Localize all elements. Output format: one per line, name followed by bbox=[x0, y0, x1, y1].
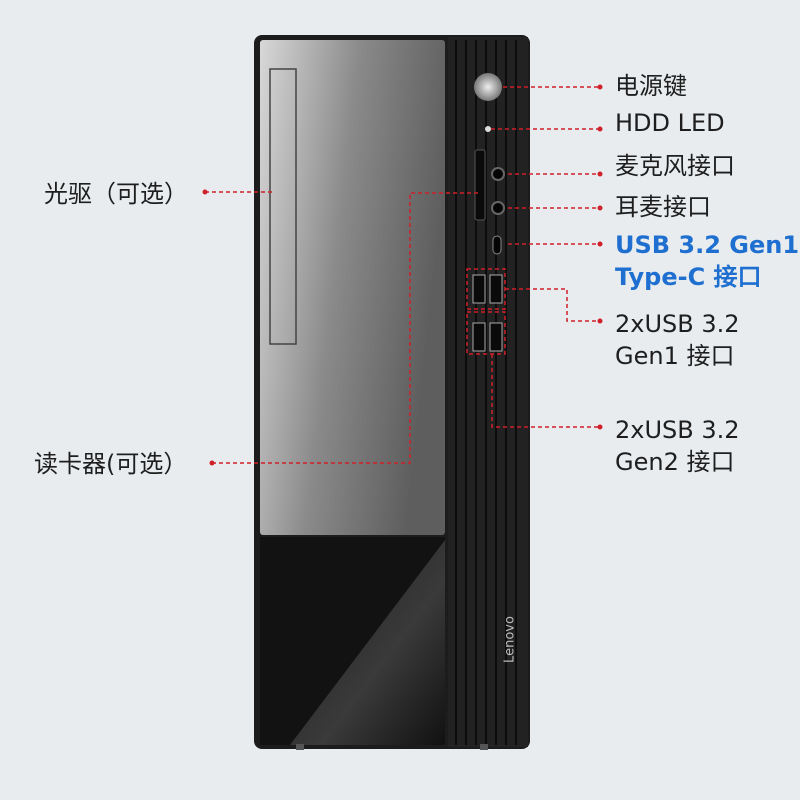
optical-drive-label: 光驱（可选） bbox=[44, 180, 188, 208]
hdd-led bbox=[485, 126, 491, 132]
card-reader-slot[interactable] bbox=[474, 149, 486, 221]
tower-feet bbox=[296, 744, 488, 750]
typec-label-line1: USB 3.2 Gen1 bbox=[615, 231, 800, 259]
lenovo-logo: Lenovo bbox=[502, 616, 518, 663]
mic-label: 麦克风接口 bbox=[615, 152, 735, 180]
silver-front-panel bbox=[260, 40, 445, 535]
ribbed-side-panel bbox=[448, 37, 528, 747]
gen2-label-line2: Gen2 接口 bbox=[615, 448, 735, 476]
headset-label: 耳麦接口 bbox=[615, 193, 711, 221]
power-button[interactable] bbox=[474, 73, 502, 101]
usb-typec-port[interactable] bbox=[492, 235, 502, 255]
glossy-reflection bbox=[290, 540, 445, 745]
power-label: 电源键 bbox=[615, 72, 687, 100]
mic-jack[interactable] bbox=[491, 167, 505, 181]
hdd-led-label: HDD LED bbox=[615, 109, 725, 137]
headset-jack[interactable] bbox=[491, 201, 505, 215]
gen2-label-line1: 2xUSB 3.2 bbox=[615, 416, 740, 444]
usb-gen1-ports[interactable] bbox=[472, 274, 503, 304]
usb-gen2-ports[interactable] bbox=[472, 322, 503, 352]
callout-lines bbox=[205, 86, 600, 464]
callout-dots bbox=[202, 84, 603, 466]
gen1-label-line1: 2xUSB 3.2 bbox=[615, 310, 740, 338]
typec-label-line2: Type-C 接口 bbox=[615, 263, 762, 291]
gen1-label-line2: Gen1 接口 bbox=[615, 342, 735, 370]
card-reader-label: 读卡器(可选） bbox=[34, 450, 188, 478]
optical-drive-bay bbox=[269, 68, 297, 345]
